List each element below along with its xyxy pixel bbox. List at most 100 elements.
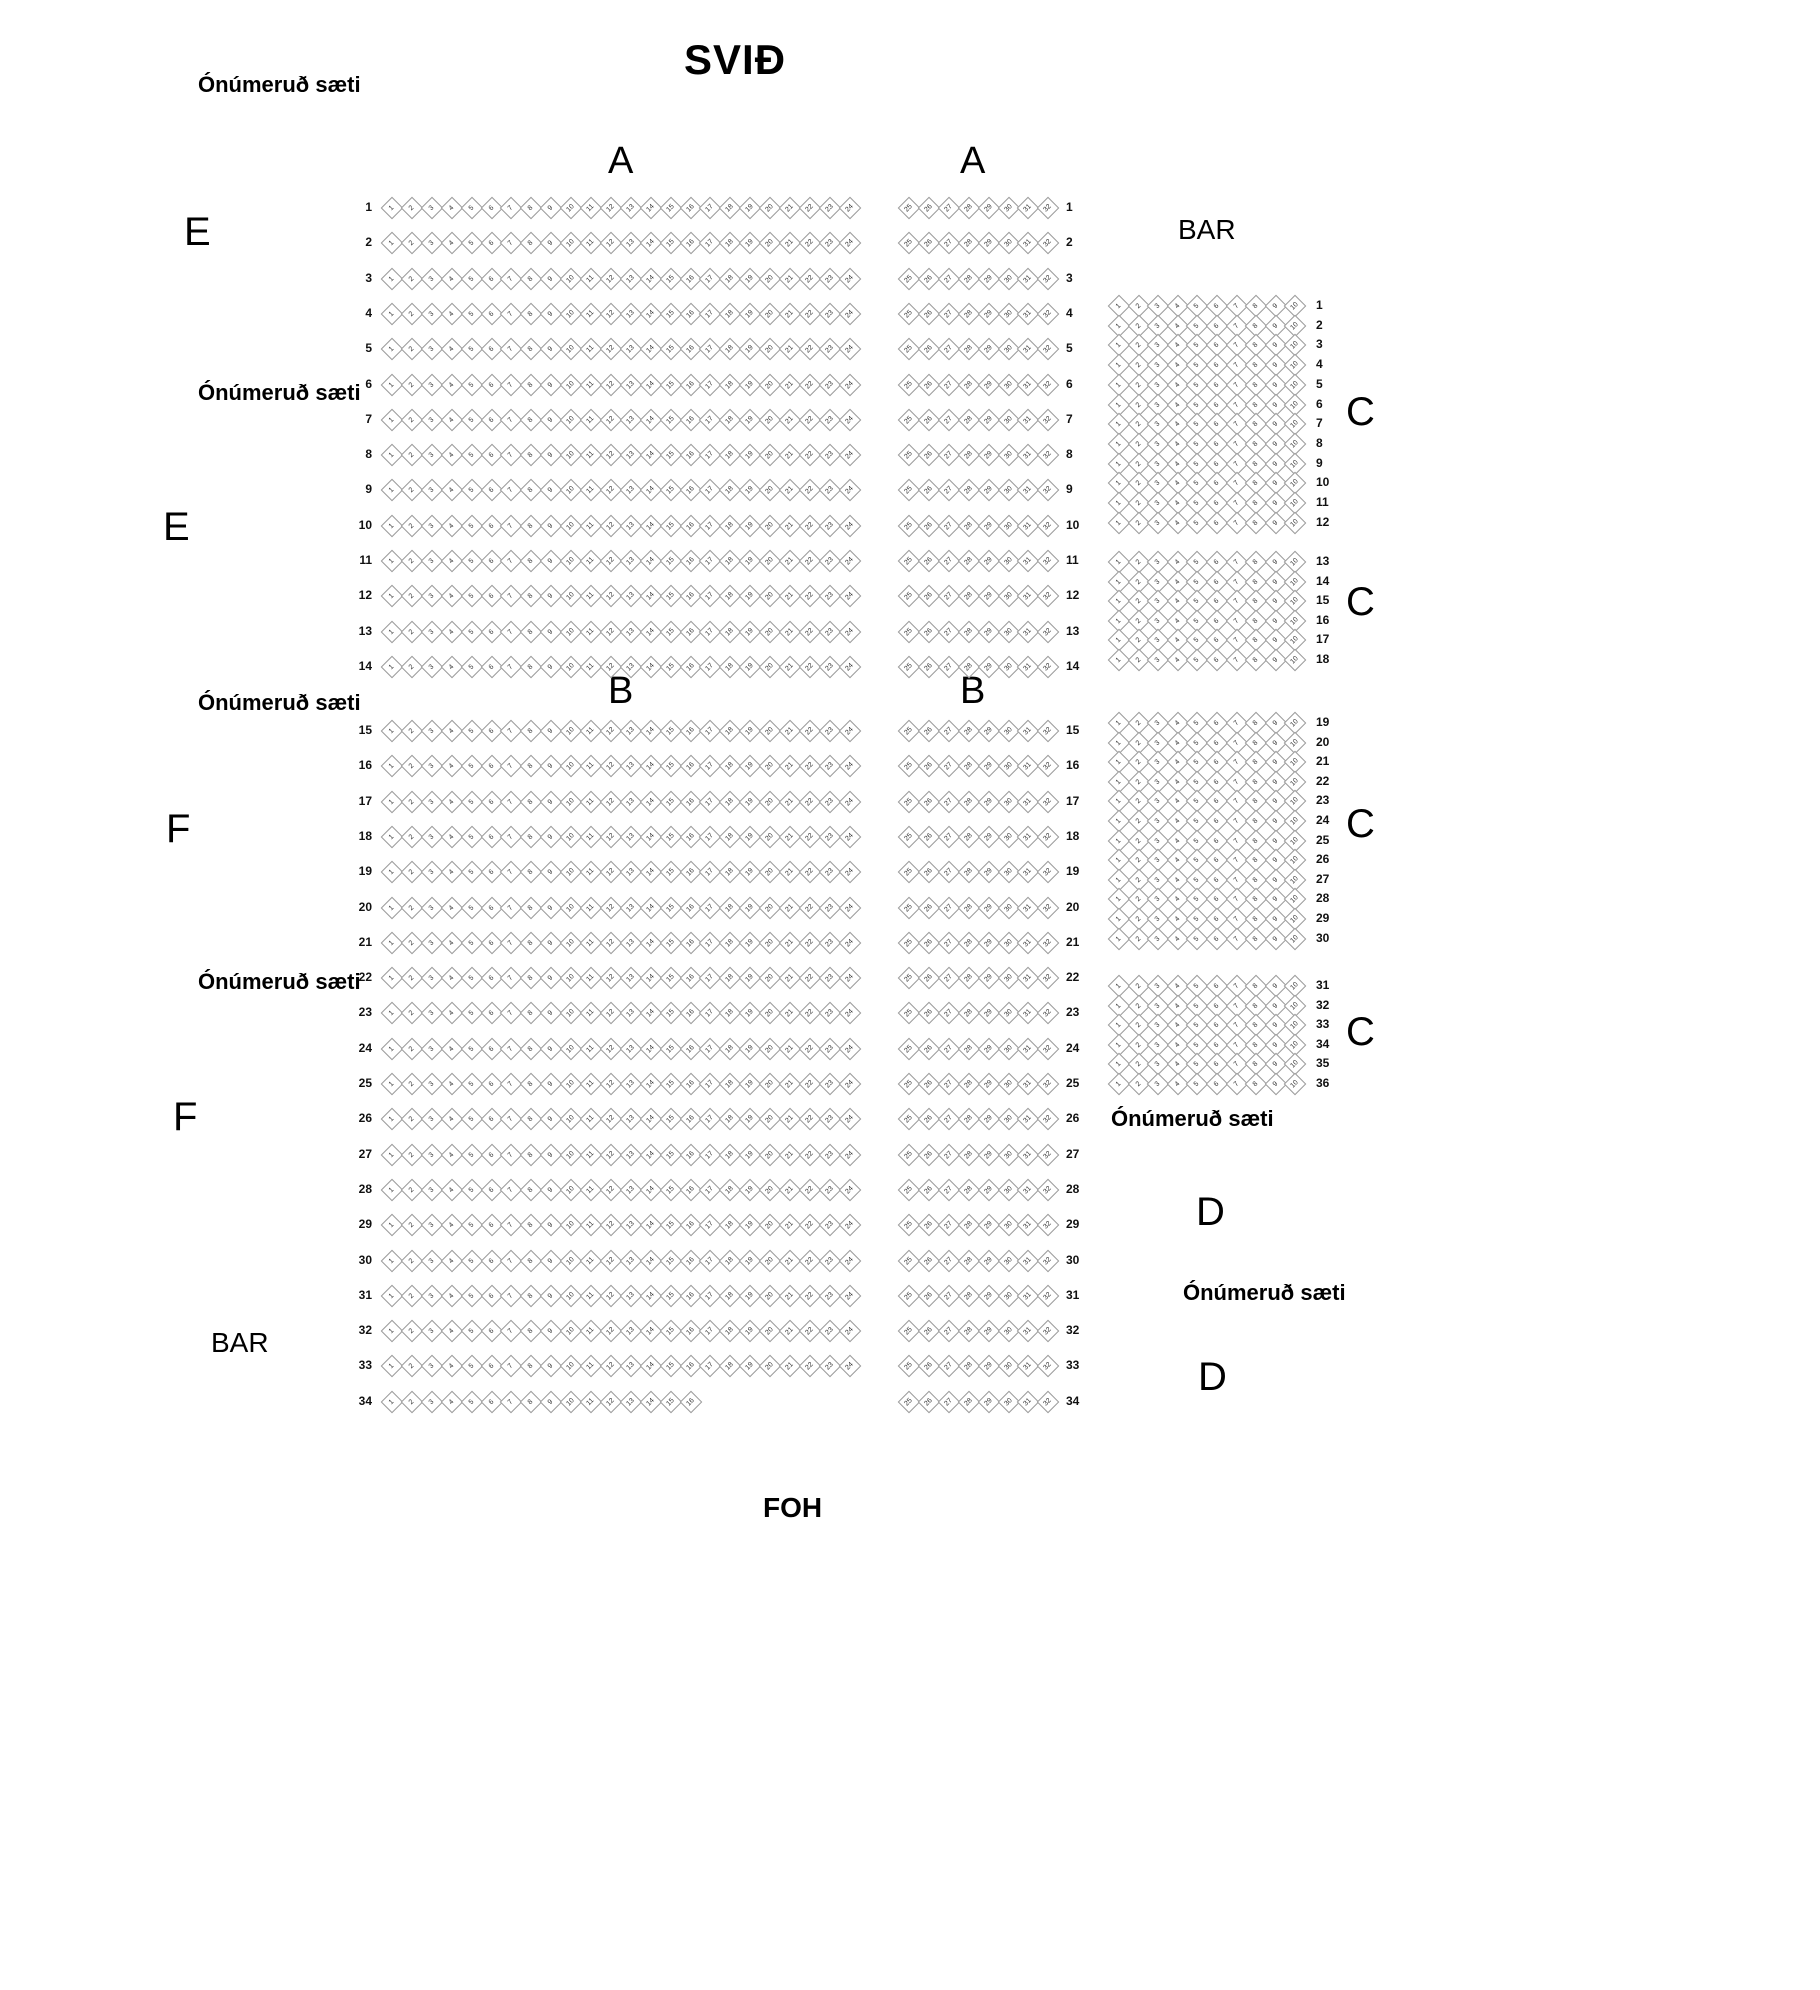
seat[interactable]: 3 bbox=[420, 1107, 444, 1131]
seat[interactable]: 28 bbox=[957, 1319, 981, 1343]
seat[interactable]: 32 bbox=[1036, 549, 1060, 573]
seat[interactable]: 28 bbox=[957, 479, 981, 502]
seat[interactable]: 28 bbox=[957, 966, 981, 990]
seat[interactable]: 29 bbox=[977, 860, 1000, 884]
seat[interactable]: 15 bbox=[659, 1355, 682, 1378]
seat[interactable]: 2 bbox=[400, 584, 424, 608]
seat[interactable]: 10 bbox=[559, 1355, 583, 1378]
seat[interactable]: 10 bbox=[1284, 373, 1307, 397]
seat[interactable]: 4 bbox=[440, 1107, 464, 1131]
seat[interactable]: 4 bbox=[440, 337, 464, 361]
seat[interactable]: 5 bbox=[460, 196, 483, 220]
seat[interactable]: 23 bbox=[818, 966, 842, 990]
seat[interactable]: 15 bbox=[659, 1213, 682, 1237]
seat[interactable]: 23 bbox=[818, 1355, 842, 1378]
seat[interactable]: 14 bbox=[639, 231, 663, 255]
seat[interactable]: 32 bbox=[1036, 479, 1060, 502]
seat[interactable]: 27 bbox=[937, 1107, 961, 1131]
seat[interactable]: 22 bbox=[798, 1002, 822, 1025]
seat[interactable]: 24 bbox=[838, 1143, 862, 1166]
seat[interactable]: 21 bbox=[778, 1002, 802, 1025]
seat[interactable]: 24 bbox=[838, 1037, 862, 1061]
seat[interactable]: 27 bbox=[937, 1355, 961, 1378]
seat[interactable]: 26 bbox=[917, 231, 941, 255]
seat[interactable]: 3 bbox=[420, 231, 444, 255]
seat[interactable]: 26 bbox=[917, 1107, 941, 1131]
seat[interactable]: 29 bbox=[977, 1319, 1000, 1343]
seat[interactable]: 24 bbox=[838, 620, 862, 643]
seat[interactable]: 27 bbox=[937, 443, 961, 467]
seat[interactable]: 2 bbox=[400, 860, 424, 884]
seat[interactable]: 26 bbox=[917, 1213, 941, 1237]
seat[interactable]: 32 bbox=[1036, 337, 1060, 361]
seat[interactable]: 29 bbox=[977, 825, 1000, 849]
seat[interactable]: 15 bbox=[659, 443, 682, 467]
seat[interactable]: 4 bbox=[440, 1213, 464, 1237]
seat[interactable]: 5 bbox=[460, 337, 483, 361]
seat[interactable]: 32 bbox=[1036, 1284, 1060, 1308]
seat[interactable]: 32 bbox=[1036, 790, 1060, 813]
seat[interactable]: 24 bbox=[838, 1072, 862, 1096]
seat[interactable]: 15 bbox=[659, 479, 682, 502]
seat[interactable]: 14 bbox=[639, 754, 663, 778]
seat[interactable]: 10 bbox=[559, 1002, 583, 1025]
seat[interactable]: 2 bbox=[400, 1355, 424, 1378]
seat[interactable]: 15 bbox=[659, 754, 682, 778]
seat[interactable]: 1 bbox=[380, 1002, 404, 1025]
seat[interactable]: 2 bbox=[400, 754, 424, 778]
seat[interactable]: 11 bbox=[579, 1002, 603, 1025]
seat[interactable]: 27 bbox=[937, 754, 961, 778]
seat[interactable]: 21 bbox=[778, 231, 802, 255]
seat[interactable]: 32 bbox=[1036, 1390, 1060, 1414]
seat[interactable]: 5 bbox=[460, 719, 483, 743]
seat[interactable]: 27 bbox=[937, 231, 961, 255]
seat[interactable]: 32 bbox=[1036, 584, 1060, 608]
seat[interactable]: 24 bbox=[838, 514, 862, 538]
seat[interactable]: 5 bbox=[460, 825, 483, 849]
seat[interactable]: 4 bbox=[440, 719, 464, 743]
seat[interactable]: 15 bbox=[659, 1107, 682, 1131]
seat[interactable]: 5 bbox=[460, 655, 483, 679]
seat[interactable]: 24 bbox=[838, 966, 862, 990]
seat[interactable]: 5 bbox=[460, 754, 483, 778]
seat[interactable]: 13 bbox=[619, 584, 643, 608]
seat[interactable]: 24 bbox=[838, 443, 862, 467]
seat[interactable]: 15 bbox=[659, 196, 682, 220]
seat[interactable]: 22 bbox=[798, 479, 822, 502]
seat[interactable]: 24 bbox=[838, 825, 862, 849]
seat[interactable]: 28 bbox=[957, 754, 981, 778]
seat[interactable]: 15 bbox=[659, 302, 682, 326]
seat[interactable]: 5 bbox=[460, 1072, 483, 1096]
seat[interactable]: 32 bbox=[1036, 1213, 1060, 1237]
seat[interactable]: 3 bbox=[420, 479, 444, 502]
seat[interactable]: 3 bbox=[420, 966, 444, 990]
seat[interactable]: 12 bbox=[599, 231, 623, 255]
seat[interactable]: 26 bbox=[917, 860, 941, 884]
seat[interactable]: 28 bbox=[957, 443, 981, 467]
seat[interactable]: 3 bbox=[420, 443, 444, 467]
seat[interactable]: 20 bbox=[758, 1002, 782, 1025]
seat[interactable]: 24 bbox=[838, 1002, 862, 1025]
seat[interactable]: 25 bbox=[897, 1107, 921, 1131]
seat[interactable]: 11 bbox=[579, 479, 603, 502]
seat[interactable]: 14 bbox=[639, 1319, 663, 1343]
seat[interactable]: 26 bbox=[917, 479, 941, 502]
seat[interactable]: 20 bbox=[758, 1355, 782, 1378]
seat[interactable]: 5 bbox=[460, 966, 483, 990]
seat[interactable]: 27 bbox=[937, 337, 961, 361]
seat[interactable]: 29 bbox=[977, 479, 1000, 502]
seat[interactable]: 12 bbox=[599, 1107, 623, 1131]
seat[interactable]: 11 bbox=[579, 1107, 603, 1131]
seat[interactable]: 2 bbox=[400, 1107, 424, 1131]
seat[interactable]: 3 bbox=[420, 337, 444, 361]
seat[interactable]: 4 bbox=[440, 479, 464, 502]
seat[interactable]: 29 bbox=[977, 337, 1000, 361]
seat[interactable]: 10 bbox=[1284, 711, 1307, 735]
seat[interactable]: 32 bbox=[1036, 514, 1060, 538]
seat[interactable]: 24 bbox=[838, 408, 862, 432]
seat[interactable]: 22 bbox=[798, 231, 822, 255]
seat[interactable]: 29 bbox=[977, 719, 1000, 743]
seat[interactable]: 24 bbox=[838, 1213, 862, 1237]
seat[interactable]: 25 bbox=[897, 1002, 921, 1025]
seat[interactable]: 5 bbox=[460, 1002, 483, 1025]
